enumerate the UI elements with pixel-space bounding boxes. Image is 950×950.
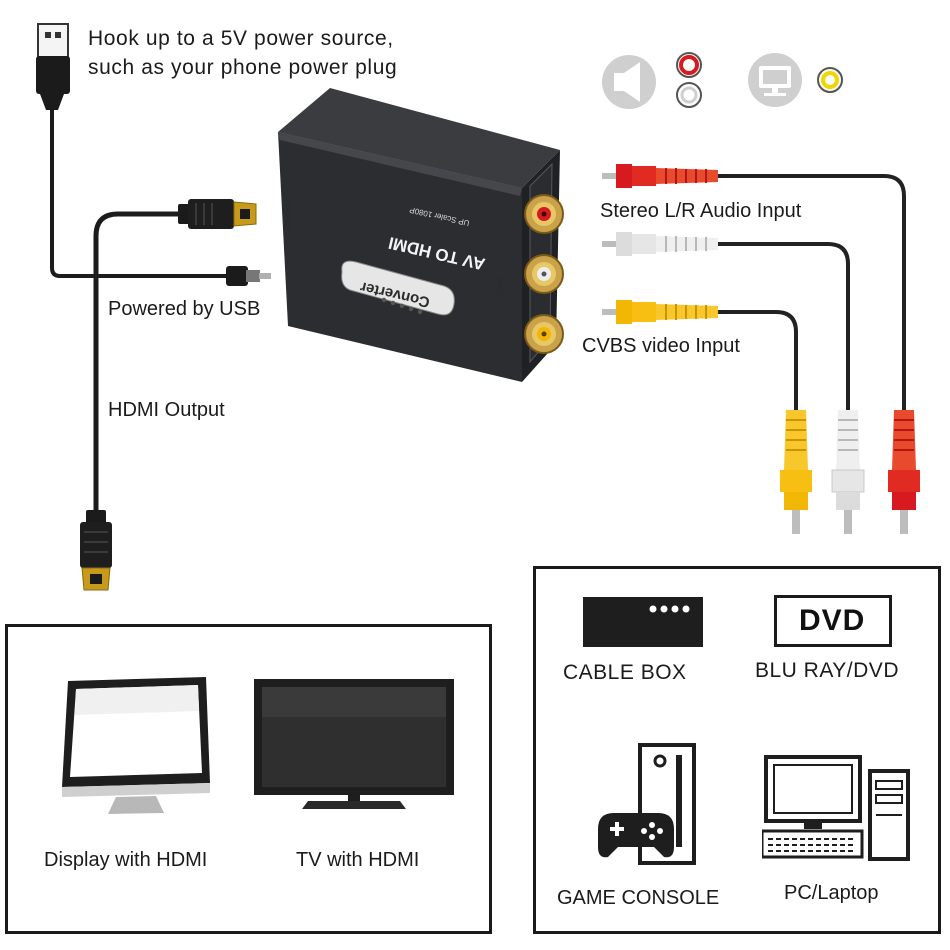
input-sources-panel: CABLE BOX DVD BLU RAY/DVD GAME CONSOLE P… — [533, 566, 941, 934]
input-port-label: INPUT — [494, 276, 503, 300]
monitor-icon — [748, 53, 802, 107]
rca-jack-yellow — [524, 314, 564, 354]
hdmi-plug-bottom-icon — [80, 510, 112, 591]
cable-box-icon — [583, 597, 703, 647]
hdmi-plug-icon — [178, 199, 257, 229]
pc-laptop-icon — [762, 755, 910, 861]
tv-icon — [254, 679, 454, 809]
rca-cable-yellow — [602, 300, 812, 534]
tv-with-hdmi-label: TV with HDMI — [296, 849, 420, 871]
power-note-line-1: Hook up to a 5V power source, — [88, 27, 394, 50]
rca-jack-white — [524, 254, 564, 294]
hdmi-output-label: HDMI Output — [108, 399, 225, 421]
audio-jack-white-icon — [676, 82, 702, 108]
hdmi-display-icon — [62, 677, 210, 814]
usb-plug-icon — [36, 23, 70, 110]
usb-cable — [50, 108, 232, 278]
rca-cable-white — [602, 232, 865, 534]
game-console-label: GAME CONSOLE — [557, 887, 720, 909]
display-with-hdmi-label: Display with HDMI — [44, 849, 208, 871]
converter-device — [278, 88, 564, 382]
cvbs-input-label: CVBS video Input — [582, 335, 740, 357]
blu-ray-dvd-label: BLU RAY/DVD — [755, 659, 899, 682]
hdmi-cable — [93, 211, 186, 520]
video-jack-yellow-icon — [817, 67, 843, 93]
output-port-label: OUTPUT — [284, 198, 293, 231]
wiring-diagram: AV TO HDMI UP Scaler 1080P Converter OUT… — [36, 23, 920, 591]
micro-usb-plug-icon — [226, 266, 271, 286]
rca-jack-red — [524, 194, 564, 234]
speaker-icon — [602, 55, 656, 109]
output-devices-panel: Display with HDMI TV with HDMI — [5, 624, 492, 934]
stereo-input-label: Stereo L/R Audio Input — [600, 200, 802, 222]
audio-jack-red-icon — [676, 52, 702, 78]
game-console-icon — [598, 743, 696, 865]
power-source-note: Hook up to a 5V power source, such as yo… — [88, 24, 397, 82]
dvd-badge-text: DVD — [799, 604, 866, 637]
powered-by-usb-label: Powered by USB — [108, 298, 261, 320]
rca-cable-red — [602, 164, 920, 534]
pc-laptop-label: PC/Laptop — [784, 882, 879, 904]
dvd-player-icon: DVD — [774, 595, 892, 647]
cable-box-label: CABLE BOX — [563, 661, 687, 684]
power-note-line-2: such as your phone power plug — [88, 56, 398, 79]
